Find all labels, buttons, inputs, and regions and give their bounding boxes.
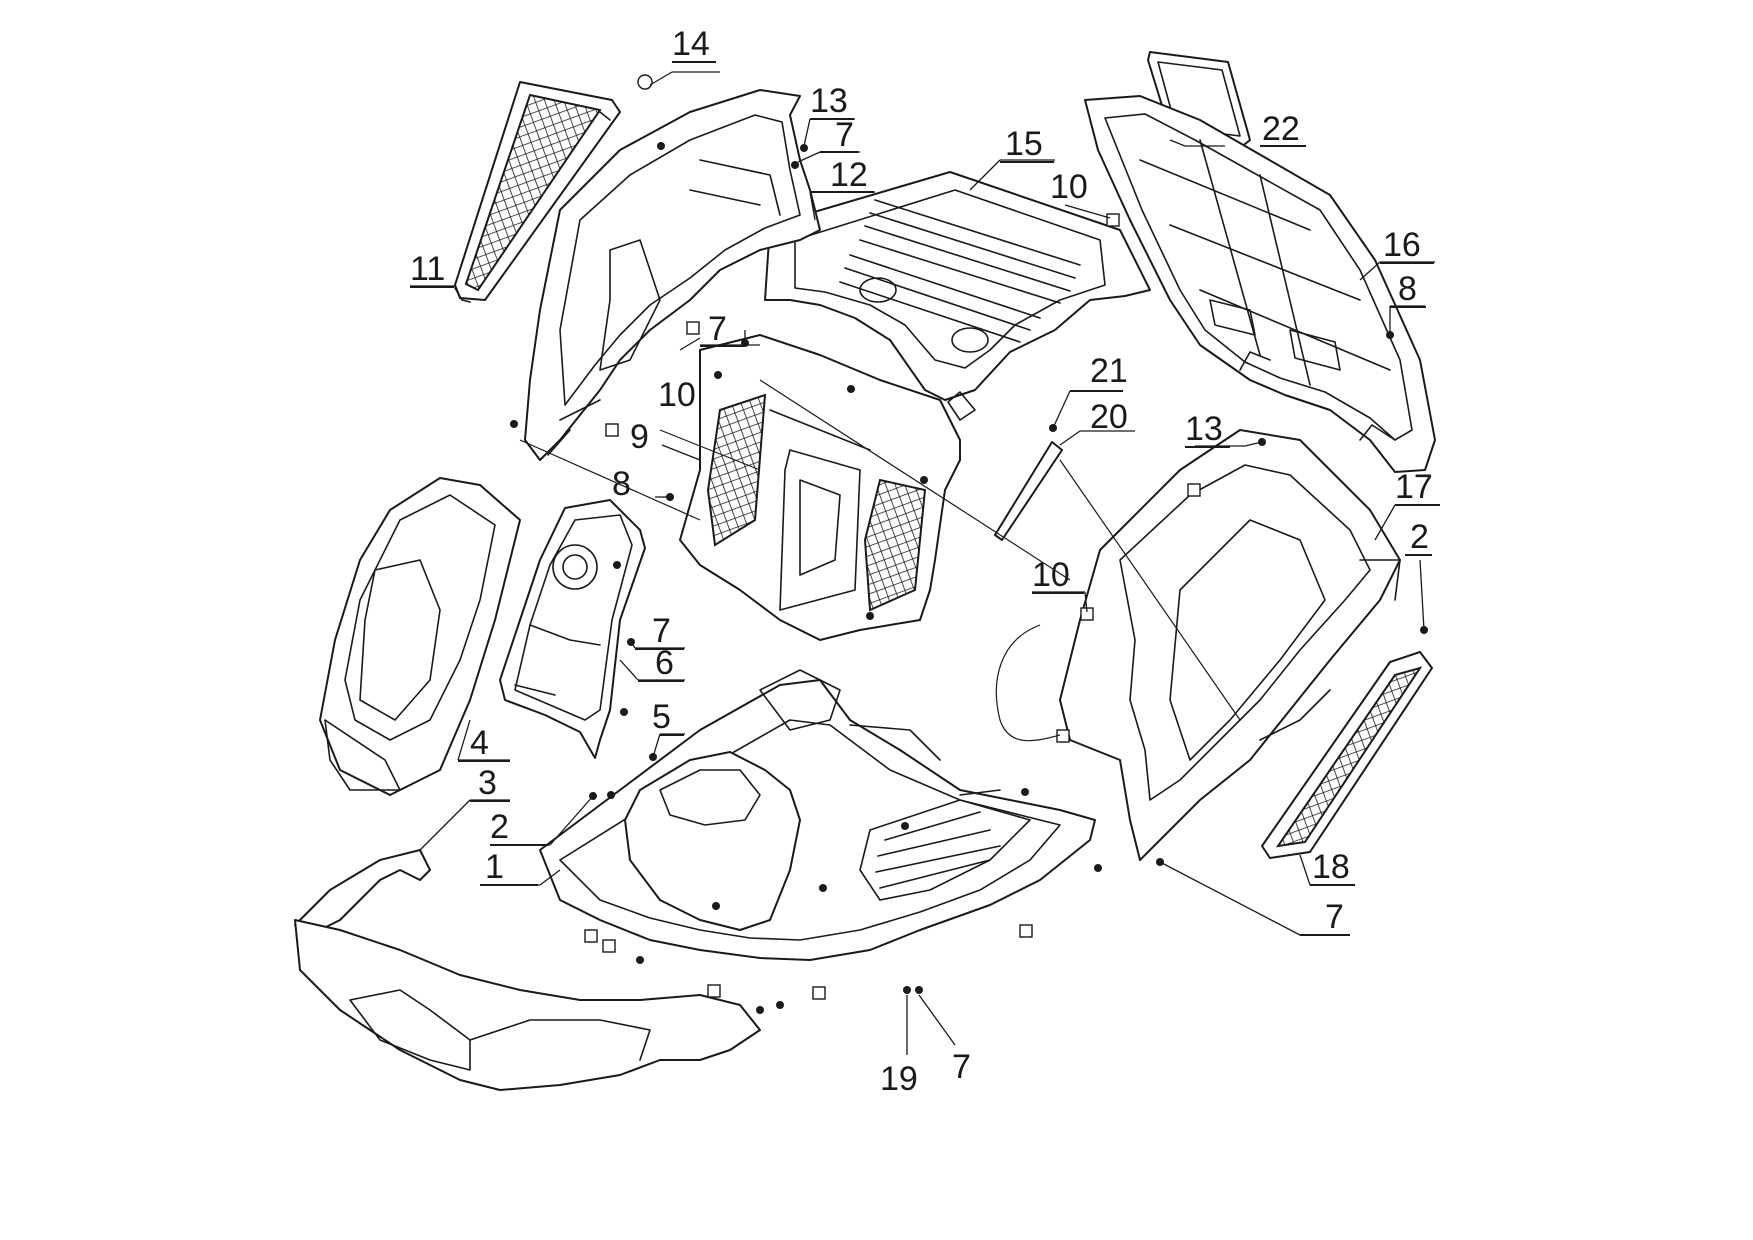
callout-labels: 14 13 7 12 11 7 10 9 8 15 10 22 16 8 21 … — [410, 25, 1440, 1098]
callout-18: 18 — [1312, 848, 1350, 886]
callout-8: 8 — [1398, 270, 1417, 308]
callout-2: 2 — [490, 808, 509, 846]
part-12-left-fender — [524, 89, 821, 461]
part-1-floor — [539, 669, 1096, 961]
part-16-rear-rack — [1084, 95, 1436, 473]
callout-13: 13 — [1185, 410, 1223, 448]
callout-4: 4 — [470, 724, 489, 762]
part-4-left-front-fender — [319, 477, 521, 796]
callout-15: 15 — [1005, 125, 1043, 163]
fasteners — [510, 74, 1428, 1014]
callout-22: 22 — [1262, 110, 1300, 148]
callout-13: 13 — [810, 82, 848, 120]
callout-16: 16 — [1383, 226, 1421, 264]
part-9-dash-panel — [679, 334, 961, 641]
part-6-inner-panel — [499, 499, 646, 759]
callout-14: 14 — [672, 25, 710, 63]
callout-2: 2 — [1410, 518, 1429, 556]
callout-3: 3 — [478, 764, 497, 802]
part-3-front-bumper — [294, 849, 761, 1091]
callout-10: 10 — [1050, 168, 1088, 206]
callout-17: 17 — [1395, 468, 1433, 506]
part-17-right-fender — [1059, 429, 1401, 861]
callout-10: 10 — [1032, 556, 1070, 594]
callout-8: 8 — [612, 465, 631, 503]
callout-12: 12 — [830, 156, 868, 194]
callout-19: 19 — [880, 1060, 918, 1098]
callout-1: 1 — [485, 848, 504, 886]
callout-7: 7 — [952, 1048, 971, 1086]
callout-7: 7 — [708, 310, 727, 348]
part-20-trim-strip — [994, 441, 1063, 541]
callout-7: 7 — [835, 116, 854, 154]
callout-21: 21 — [1090, 352, 1128, 390]
part-15-center-panel — [764, 171, 1151, 421]
callout-6: 6 — [655, 644, 674, 682]
part-18-right-grille — [1261, 651, 1433, 859]
callout-7: 7 — [652, 612, 671, 650]
callout-5: 5 — [652, 698, 671, 736]
part-11-left-grille — [454, 81, 621, 303]
callout-9: 9 — [630, 418, 649, 456]
callout-11: 11 — [410, 250, 445, 288]
callout-7: 7 — [1325, 898, 1344, 936]
callout-10: 10 — [658, 376, 696, 414]
callout-20: 20 — [1090, 398, 1128, 436]
